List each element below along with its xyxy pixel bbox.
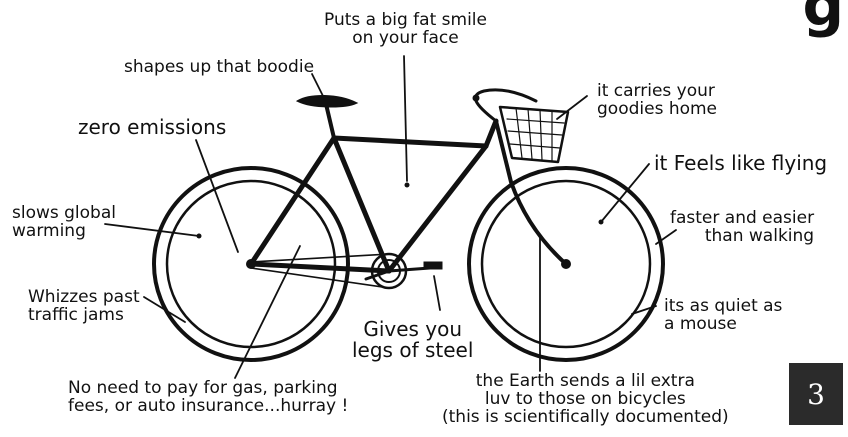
earth-label: the Earth sends a lil extra luv to those…: [442, 373, 729, 427]
zero-emissions-label: zero emissions: [78, 117, 226, 138]
annotation-dots: [197, 183, 604, 239]
legs-label: Gives you legs of steel: [352, 319, 473, 361]
page-number-badge: 3: [789, 363, 843, 425]
page-number: 3: [807, 378, 825, 411]
pay-label: No need to pay for gas, parking fees, or…: [68, 380, 348, 416]
whizzes-label: Whizzes past traffic jams: [28, 289, 140, 325]
seat: [298, 96, 356, 138]
shapes-up-label: shapes up that boodie: [124, 59, 314, 77]
front-hub: [561, 259, 571, 269]
faster-label: faster and easier than walking: [670, 210, 814, 246]
flying-label: it Feels like flying: [654, 153, 827, 174]
basket: [500, 107, 568, 162]
quiet-label: its as quiet as a mouse: [664, 298, 782, 334]
slows-warming-label: slows global warming: [12, 205, 116, 241]
puts-smile-label: Puts a big fat smile on your face: [324, 12, 487, 48]
rear-hub: [246, 259, 256, 269]
page-corner-glyph: g: [802, 0, 844, 34]
handlebar: [473, 90, 536, 121]
carries-label: it carries your goodies home: [597, 83, 717, 119]
